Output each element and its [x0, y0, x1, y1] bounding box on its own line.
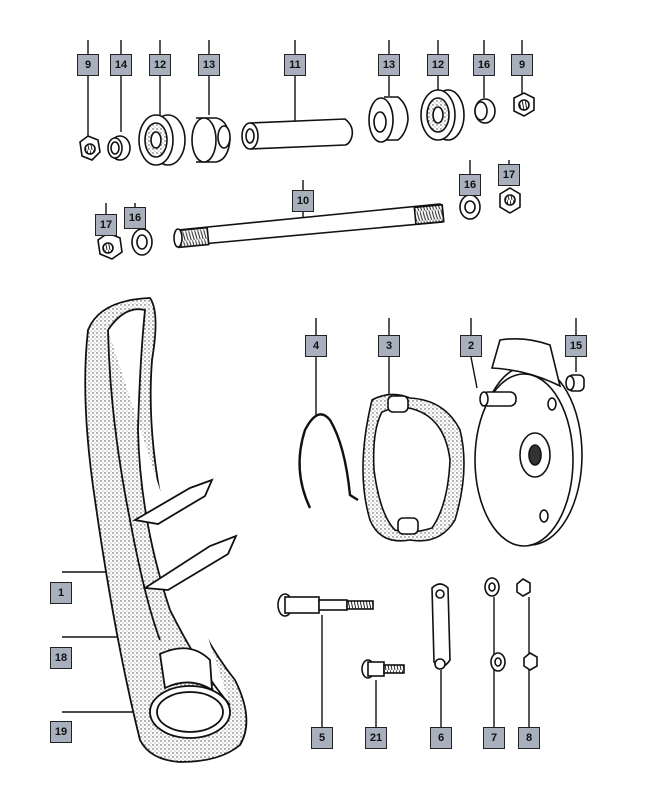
spacer-part-13-right: [368, 96, 409, 143]
washer-part-7: [484, 577, 506, 672]
callout-17-left: 17: [95, 214, 117, 236]
callout-9-top-right: 9: [511, 54, 533, 76]
leader-lines-top: [87, 40, 523, 228]
callout-12-right: 12: [427, 54, 449, 76]
callout-12-left: 12: [149, 54, 171, 76]
swing-arm-part-1: [84, 297, 248, 763]
washer-part-16-left: [131, 228, 153, 256]
callout-17-right: 17: [498, 164, 520, 186]
callout-15: 15: [565, 335, 587, 357]
callout-1: 1: [50, 582, 72, 604]
callout-21: 21: [365, 727, 387, 749]
nut-part-8: [516, 578, 538, 671]
callout-6: 6: [430, 727, 452, 749]
callout-13-left: 13: [198, 54, 220, 76]
bolt-part-5: [277, 593, 374, 617]
nut-part-9-right: [513, 92, 535, 117]
callout-14: 14: [110, 54, 132, 76]
callout-9-top-left: 9: [77, 54, 99, 76]
washer-part-16-right: [459, 194, 481, 220]
nut-part-17-left: [97, 232, 123, 260]
callout-10: 10: [292, 190, 314, 212]
callout-18: 18: [50, 647, 72, 669]
nut-part-17-right: [499, 187, 521, 214]
brake-shoes-part-3: [362, 393, 465, 542]
callout-4: 4: [305, 335, 327, 357]
axle-bolt-part-10: [173, 203, 445, 249]
nut-part-9-left: [79, 135, 101, 161]
bolt-part-21: [361, 659, 405, 679]
callout-16-top: 16: [473, 54, 495, 76]
axle-tube-part-11: [241, 118, 354, 150]
spring-part-4: [298, 413, 359, 509]
callout-2: 2: [460, 335, 482, 357]
spacer-part-13-left: [191, 117, 231, 163]
lever-part-6: [431, 583, 451, 670]
callout-5: 5: [311, 727, 333, 749]
callout-11: 11: [284, 54, 306, 76]
callout-13-right: 13: [378, 54, 400, 76]
callout-16-right: 16: [459, 174, 481, 196]
callout-8: 8: [518, 727, 540, 749]
bearing-part-12-right: [420, 89, 465, 141]
washer-part-14: [107, 135, 131, 161]
callout-3: 3: [378, 335, 400, 357]
washer-part-16-top: [474, 98, 496, 124]
callout-16-left: 16: [124, 207, 146, 229]
brake-plate-part-2: [474, 338, 583, 547]
bearing-part-12-left: [138, 114, 186, 166]
callout-7: 7: [483, 727, 505, 749]
cap-part-15: [565, 374, 585, 392]
callout-19: 19: [50, 721, 72, 743]
